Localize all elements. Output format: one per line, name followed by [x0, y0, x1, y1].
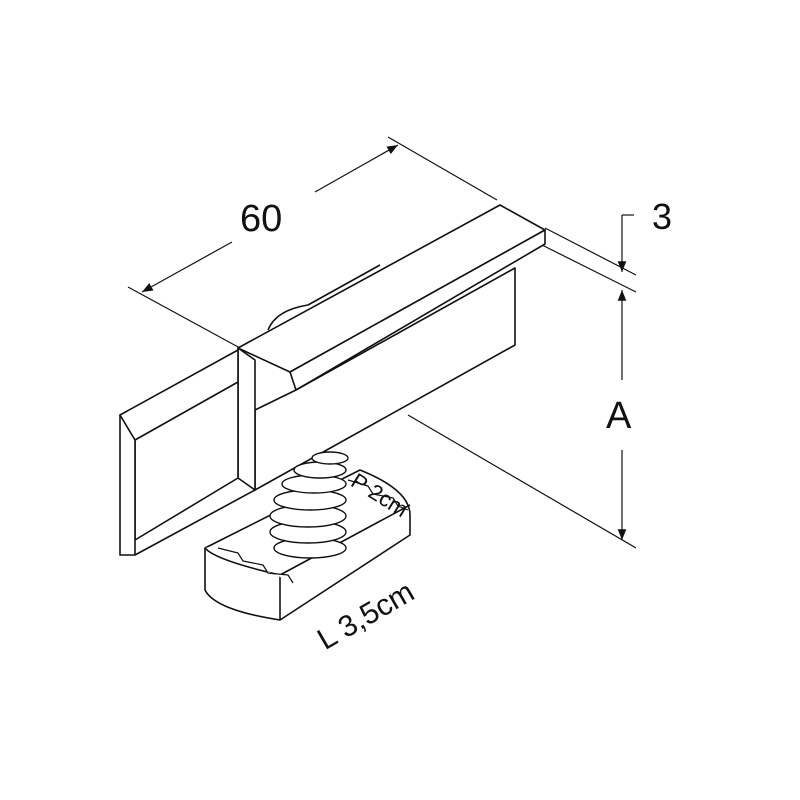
clamp-body — [119, 204, 546, 556]
dimension-60-lines — [127, 136, 498, 349]
spring — [269, 451, 349, 559]
dimension-height-lines — [407, 214, 637, 549]
dimension-length-label: 60 — [240, 198, 283, 240]
dimension-thickness-label: 3 — [652, 196, 673, 237]
dimension-height-label: A — [606, 395, 632, 437]
